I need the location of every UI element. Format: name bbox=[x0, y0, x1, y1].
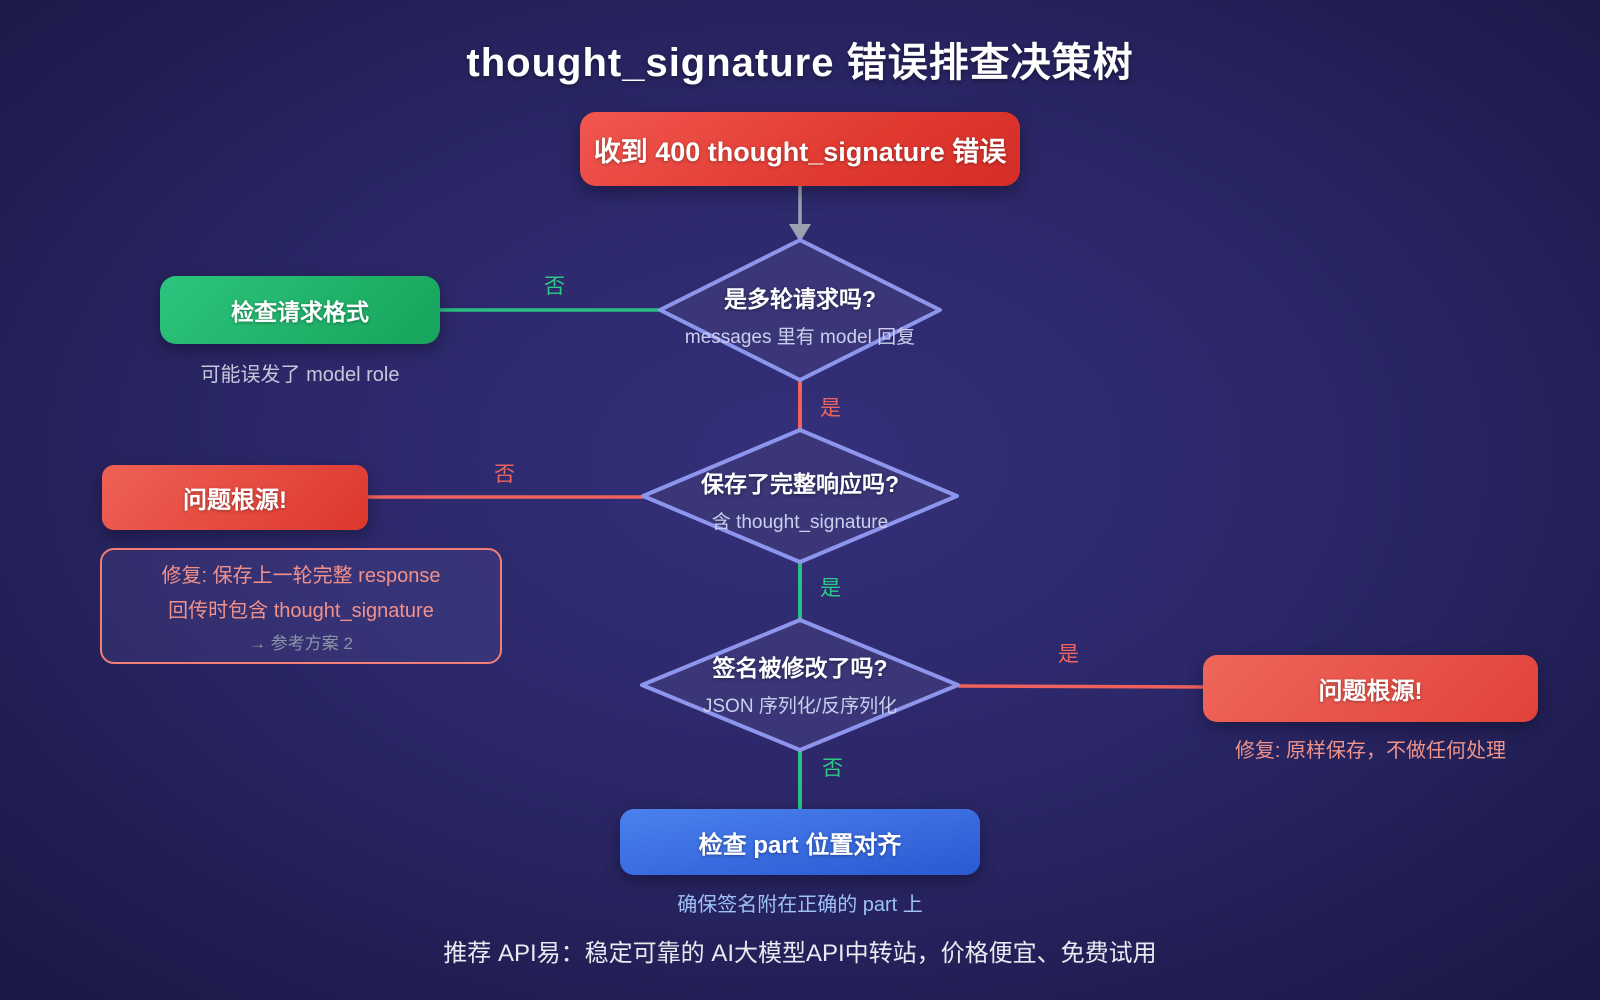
diamond-2-question: 保存了完整响应吗? bbox=[700, 471, 900, 497]
diamond-1-subtitle: messages 里有 model 回复 bbox=[684, 327, 916, 348]
edge-label-d3-no: 否 bbox=[822, 757, 843, 780]
footer-promo-text: 推荐 API易：稳定可靠的 AI大模型API中转站，价格便宜、免费试用 bbox=[443, 940, 1157, 967]
edge-label-d2-yes: 是 bbox=[820, 577, 841, 600]
page-title: thought_signature 错误排查决策树 bbox=[466, 41, 1134, 85]
diamond-1-question: 是多轮请求吗? bbox=[723, 286, 877, 312]
decision-diamond-signature-modified bbox=[640, 618, 960, 752]
start-node: 收到 400 thought_signature 错误 bbox=[580, 112, 1020, 186]
diamond-3-question: 签名被修改了吗? bbox=[712, 655, 888, 681]
fix-line-2: 回传时包含 thought_signature bbox=[168, 599, 434, 622]
decision-diamond-multiturn bbox=[658, 238, 942, 382]
fix-instructions-box: 修复: 保存上一轮完整 response 回传时包含 thought_signa… bbox=[100, 548, 502, 664]
arrow-down-icon bbox=[789, 224, 811, 242]
decision-diamond-saved-response bbox=[641, 428, 959, 564]
check-request-format-node: 检查请求格式 bbox=[160, 276, 440, 344]
root-cause-1-node: 问题根源! bbox=[102, 465, 368, 530]
fix-line-1: 修复: 保存上一轮完整 response bbox=[161, 564, 441, 587]
root-cause-2-node: 问题根源! bbox=[1203, 655, 1538, 722]
edge-label-d1-yes: 是 bbox=[820, 397, 841, 420]
edge-label-d1-no: 否 bbox=[544, 275, 565, 298]
check-part-alignment-note: 确保签名附在正确的 part 上 bbox=[677, 894, 923, 916]
edge-label-d2-no: 否 bbox=[494, 463, 515, 486]
fix-reference: → 参考方案 2 bbox=[249, 633, 353, 653]
diamond-2-subtitle: 含 thought_signature bbox=[711, 512, 889, 533]
diamond-3-text: 签名被修改了吗? JSON 序列化/反序列化 bbox=[550, 649, 1050, 718]
edge-d3-yes bbox=[957, 684, 1204, 689]
diamond-2-text: 保存了完整响应吗? 含 thought_signature bbox=[550, 465, 1050, 534]
root-cause-2-fix-note: 修复: 原样保存，不做任何处理 bbox=[1234, 740, 1507, 762]
diamond-1-text: 是多轮请求吗? messages 里有 model 回复 bbox=[550, 280, 1050, 349]
edge-label-d3-yes: 是 bbox=[1058, 643, 1079, 666]
diamond-3-subtitle: JSON 序列化/反序列化 bbox=[702, 696, 898, 717]
check-request-format-note: 可能误发了 model role bbox=[200, 364, 400, 386]
check-part-alignment-node: 检查 part 位置对齐 bbox=[620, 809, 980, 875]
